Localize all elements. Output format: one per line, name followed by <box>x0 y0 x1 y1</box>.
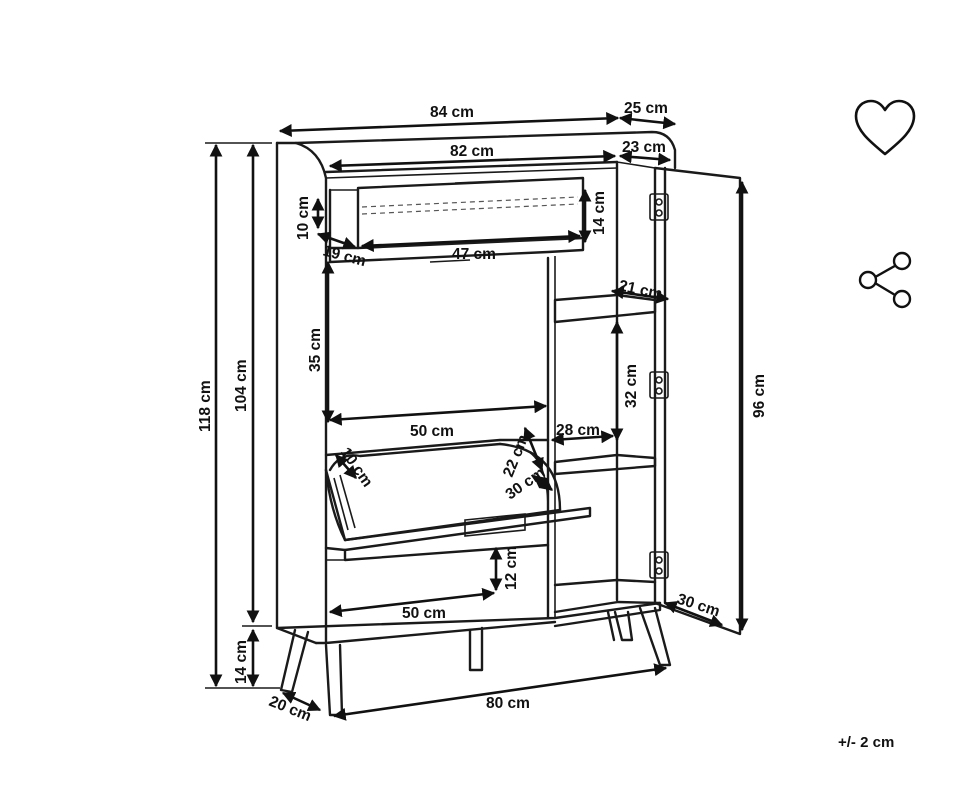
heart-icon <box>854 99 916 156</box>
label-inner-width: 82 cm <box>450 143 494 160</box>
label-right-compartment-height: 32 cm <box>623 364 640 408</box>
hinge-bottom <box>649 551 669 579</box>
label-drawer-width: 47 cm <box>452 246 496 263</box>
label-drawer-height: 10 cm <box>295 196 312 240</box>
hinge-top <box>649 193 669 221</box>
dimension-lines <box>205 111 749 721</box>
label-leg-height: 14 cm <box>233 640 250 684</box>
label-base-width: 80 cm <box>486 695 530 712</box>
label-inner-depth: 23 cm <box>622 139 666 156</box>
cabinet-body <box>275 130 742 717</box>
label-total-height: 118 cm <box>197 380 214 432</box>
label-bottom-space-height: 12 cm <box>503 546 520 590</box>
label-top-depth: 25 cm <box>624 100 668 117</box>
label-drawer-outer-height: 14 cm <box>591 191 608 235</box>
share-button[interactable] <box>856 250 916 310</box>
label-door-height: 96 cm <box>751 374 768 418</box>
label-base-depth: 20 cm <box>267 693 314 725</box>
favorite-button[interactable] <box>852 98 918 160</box>
label-total-width: 84 cm <box>430 104 474 121</box>
label-compartment-height: 35 cm <box>307 328 324 372</box>
label-body-height: 104 cm <box>233 359 250 412</box>
label-bottom-compartment-width: 50 cm <box>402 605 446 622</box>
share-icon <box>858 251 912 309</box>
hinge-middle <box>649 371 669 399</box>
tolerance-note: +/- 2 cm <box>838 734 895 751</box>
label-right-shelf-width: 28 cm <box>556 422 600 439</box>
label-compartment-width: 50 cm <box>410 423 454 440</box>
